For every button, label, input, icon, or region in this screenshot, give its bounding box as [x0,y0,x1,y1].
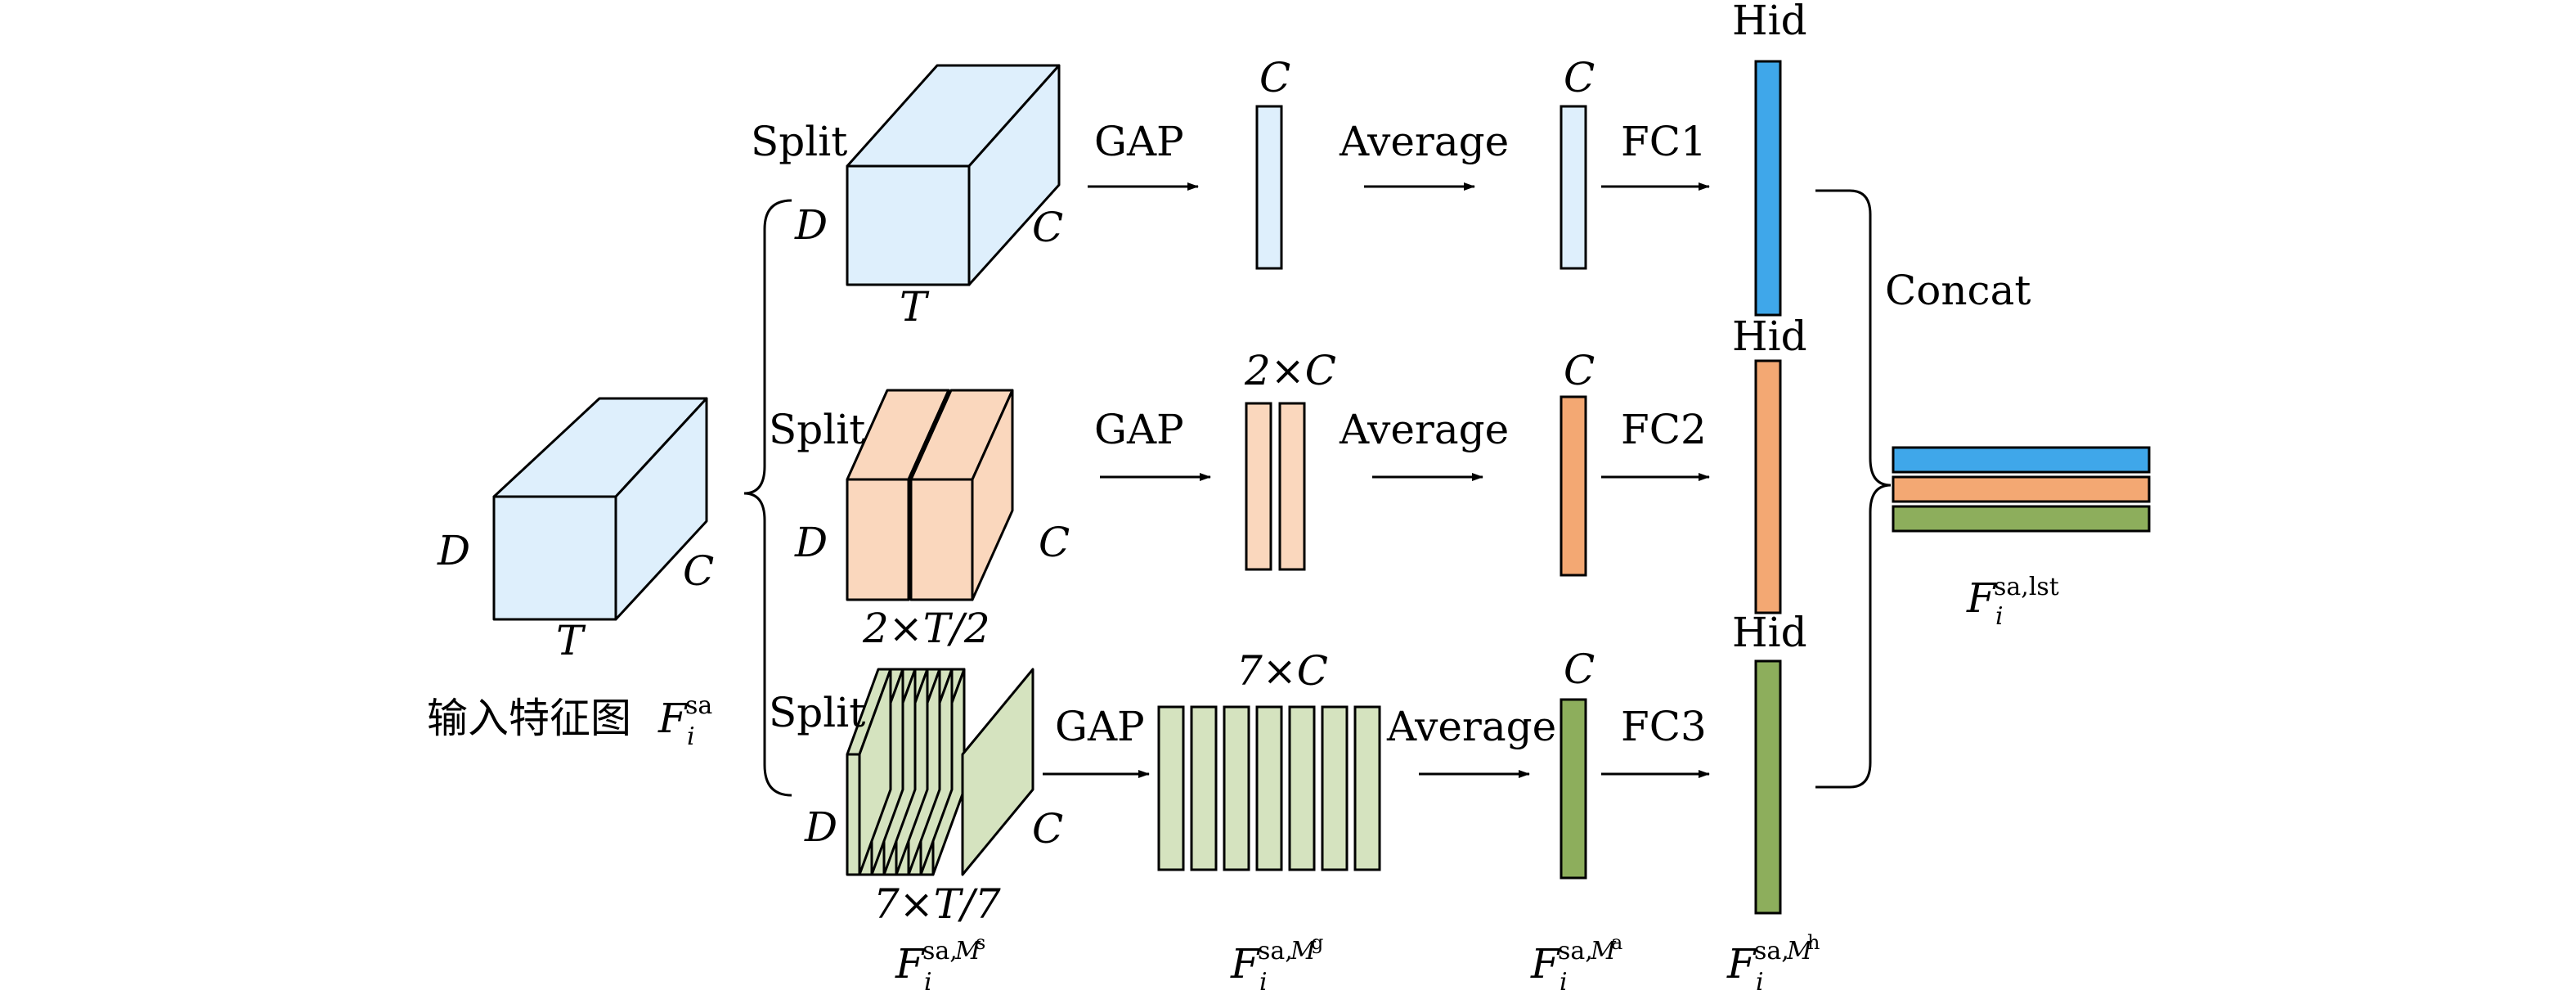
row2-gap-bar-1 [1245,402,1272,571]
input-t-label: T [556,617,586,664]
output-label-sub: i [1995,602,2004,631]
row1-hid-label: Hid [1732,0,1807,44]
row2-avg-bar [1560,395,1587,577]
input-c-label: C [683,547,714,595]
row3-avg-out-label: C [1564,646,1595,693]
output-label: F i sa,lst [1966,573,2059,631]
row3-gap-bar [1190,705,1218,871]
avg-label-sub: i [1560,968,1568,997]
row1-t-label: T [900,283,930,331]
input-caption-text: 输入特征图 [427,695,631,742]
row2-d-label: D [794,519,828,566]
input-d-label: D [437,527,470,574]
avg-label-sup2: M [1590,937,1617,965]
row3-split-label: Split [769,689,865,736]
row1-c-label: C [1032,204,1063,251]
row3-gap-out-label: 7×C [1236,647,1328,695]
row3-split-stack [846,668,1034,876]
row1-gap-out-label: C [1259,54,1290,101]
fc-label-sub: i [1756,968,1764,997]
row3-d-label: D [804,803,837,851]
row2-cube-b [909,389,1014,601]
input-caption-sub: i [687,722,695,751]
row1-d-label: D [794,201,828,249]
row3-avg-bar [1560,698,1587,880]
split-label-sup: sa, [922,937,958,965]
split-label-sup2: M [954,937,981,965]
row3-gap-bar [1321,705,1349,871]
row1-cube [846,64,1061,286]
gap-output-label: F i sa, M g [1230,931,1323,997]
input-caption: 输入特征图 F i sa [427,691,712,751]
row3-gap-label: GAP [1055,703,1145,750]
row1-average-label: Average [1339,118,1509,165]
row2-split-label: Split [769,406,865,453]
row2-avg-out-label: C [1564,347,1595,394]
concat-label: Concat [1885,267,2031,314]
row1-gap-label: GAP [1094,118,1184,165]
fc-label-sym: F [1726,940,1757,988]
row3-width-label: 7×T/7 [873,880,1001,928]
output-label-sym: F [1966,574,1997,622]
split-output-label: F i sa, M s [895,931,985,997]
row3-gap-bars [1157,705,1381,871]
split-label-sub: i [924,968,932,997]
split-label-sym: F [895,940,926,988]
split-label-sup3: s [976,931,985,954]
avg-label-sup: sa, [1558,937,1593,965]
gap-label-sym: F [1230,940,1261,988]
row2-gap-label: GAP [1094,406,1184,453]
row3-average-label: Average [1386,703,1556,750]
output-bar-green [1892,505,2151,533]
row2-gap-bar-2 [1278,402,1306,571]
gap-label-sup3: g [1311,931,1323,954]
row3-stack-side [961,668,1034,876]
row1-hid-bar [1754,60,1782,317]
row3-fc-label: FC3 [1621,703,1707,750]
row2-hid-label: Hid [1732,313,1807,360]
row3-gap-bar [1223,705,1250,871]
row2-gap-out-label: 2×C [1244,347,1336,394]
avg-label-sym: F [1530,940,1561,988]
avg-label-sup3: a [1611,931,1622,954]
input-caption-sym: F [657,695,689,742]
row3-gap-bar [1255,705,1283,871]
row1-gap-bar [1255,105,1283,270]
row2-width-label: 2×T/2 [862,605,990,652]
row3-c-label: C [1032,805,1063,853]
gap-label-sup2: M [1290,937,1317,965]
row2-c-label: C [1039,519,1070,566]
fc-label-sup2: M [1786,937,1813,965]
row3-hid-label: Hid [1732,609,1807,656]
fc-label-sup3: h [1807,931,1820,954]
row2-hid-bar [1754,359,1782,614]
row1-avg-bar [1560,105,1587,270]
input-cube [492,397,708,621]
gap-label-sub: i [1259,968,1268,997]
row2-average-label: Average [1339,406,1509,453]
row3-gap-bar [1353,705,1381,871]
split-brace [743,199,792,797]
fc-output-label: F i sa, M h [1726,931,1820,997]
row3-gap-bar [1157,705,1185,871]
input-caption-sup: sa [685,691,712,720]
row1-avg-out-label: C [1564,54,1595,101]
avg-output-label: F i sa, M a [1530,931,1622,997]
concat-brace [1815,189,1892,789]
row2-fc-label: FC2 [1621,406,1707,453]
row1-fc-label: FC1 [1621,118,1707,165]
row3-gap-bar [1288,705,1316,871]
output-bar-orange [1892,475,2151,503]
output-label-sup: sa,lst [1994,573,2059,601]
row1-split-label: Split [751,118,847,165]
output-bar-blue [1892,446,2151,474]
fc-label-sup: sa, [1754,937,1789,965]
row3-hid-bar [1754,659,1782,915]
row3-slice [846,668,892,876]
gap-label-sup: sa, [1258,937,1293,965]
